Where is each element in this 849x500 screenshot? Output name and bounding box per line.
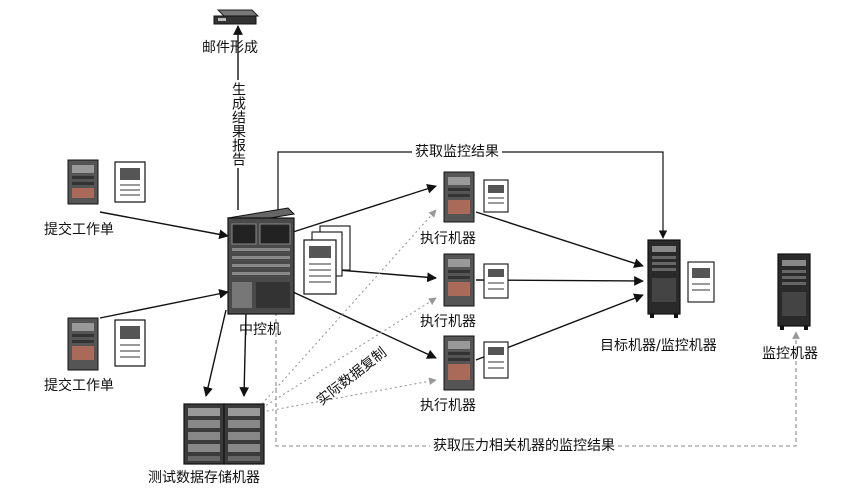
edge-copy-exec2 — [261, 297, 437, 409]
label-exec-3: 执行机器 — [420, 398, 476, 414]
edge-controller-exec1 — [292, 184, 437, 233]
label-submit-2: 提交工作单 — [44, 378, 114, 394]
label-exec-2: 执行机器 — [420, 314, 476, 330]
document-icon — [483, 179, 509, 213]
label-get-monitor-result: 获取监控结果 — [412, 144, 502, 160]
label-exec-1: 执行机器 — [420, 231, 476, 247]
document-icon — [114, 319, 146, 367]
submit-server-icon — [67, 317, 99, 371]
label-submit-1: 提交工作单 — [44, 222, 114, 238]
controller-server-icon — [226, 207, 296, 315]
document-icon — [114, 161, 146, 203]
document-icon — [483, 341, 509, 379]
executor-server-icon — [443, 335, 475, 391]
storage-server-icon — [223, 403, 265, 465]
executor-server-icon — [443, 253, 475, 307]
monitor-server-icon — [777, 253, 811, 330]
label-report: 生成结果报告 — [230, 80, 246, 168]
label-get-pressure-result: 获取压力相关机器的监控结果 — [430, 438, 618, 454]
document-icon — [687, 261, 715, 303]
submit-server-icon — [67, 159, 99, 205]
executor-server-icon — [443, 171, 475, 223]
document-stack-icon — [303, 225, 351, 295]
document-icon — [483, 263, 509, 299]
edge-submit1-controller — [99, 211, 229, 240]
label-monitor: 监控机器 — [762, 346, 818, 362]
edge-controller-storage2 — [239, 311, 250, 397]
edge-submit2-controller — [99, 288, 229, 319]
edge-controller-exec3 — [292, 291, 437, 359]
label-storage: 测试数据存储机器 — [148, 470, 260, 486]
label-controller: 中控机 — [239, 322, 281, 338]
label-target: 目标机器/监控机器 — [600, 338, 717, 354]
target-server-icon — [647, 239, 681, 318]
storage-server-icon — [183, 403, 225, 465]
label-mail: 邮件形成 — [202, 40, 258, 56]
mail-device-icon — [213, 9, 260, 25]
edge-controller-exec2 — [337, 269, 437, 283]
edge-exec1-target — [475, 211, 644, 268]
edge-copy-exec1 — [261, 209, 437, 405]
edge-controller-storage1 — [203, 309, 227, 397]
